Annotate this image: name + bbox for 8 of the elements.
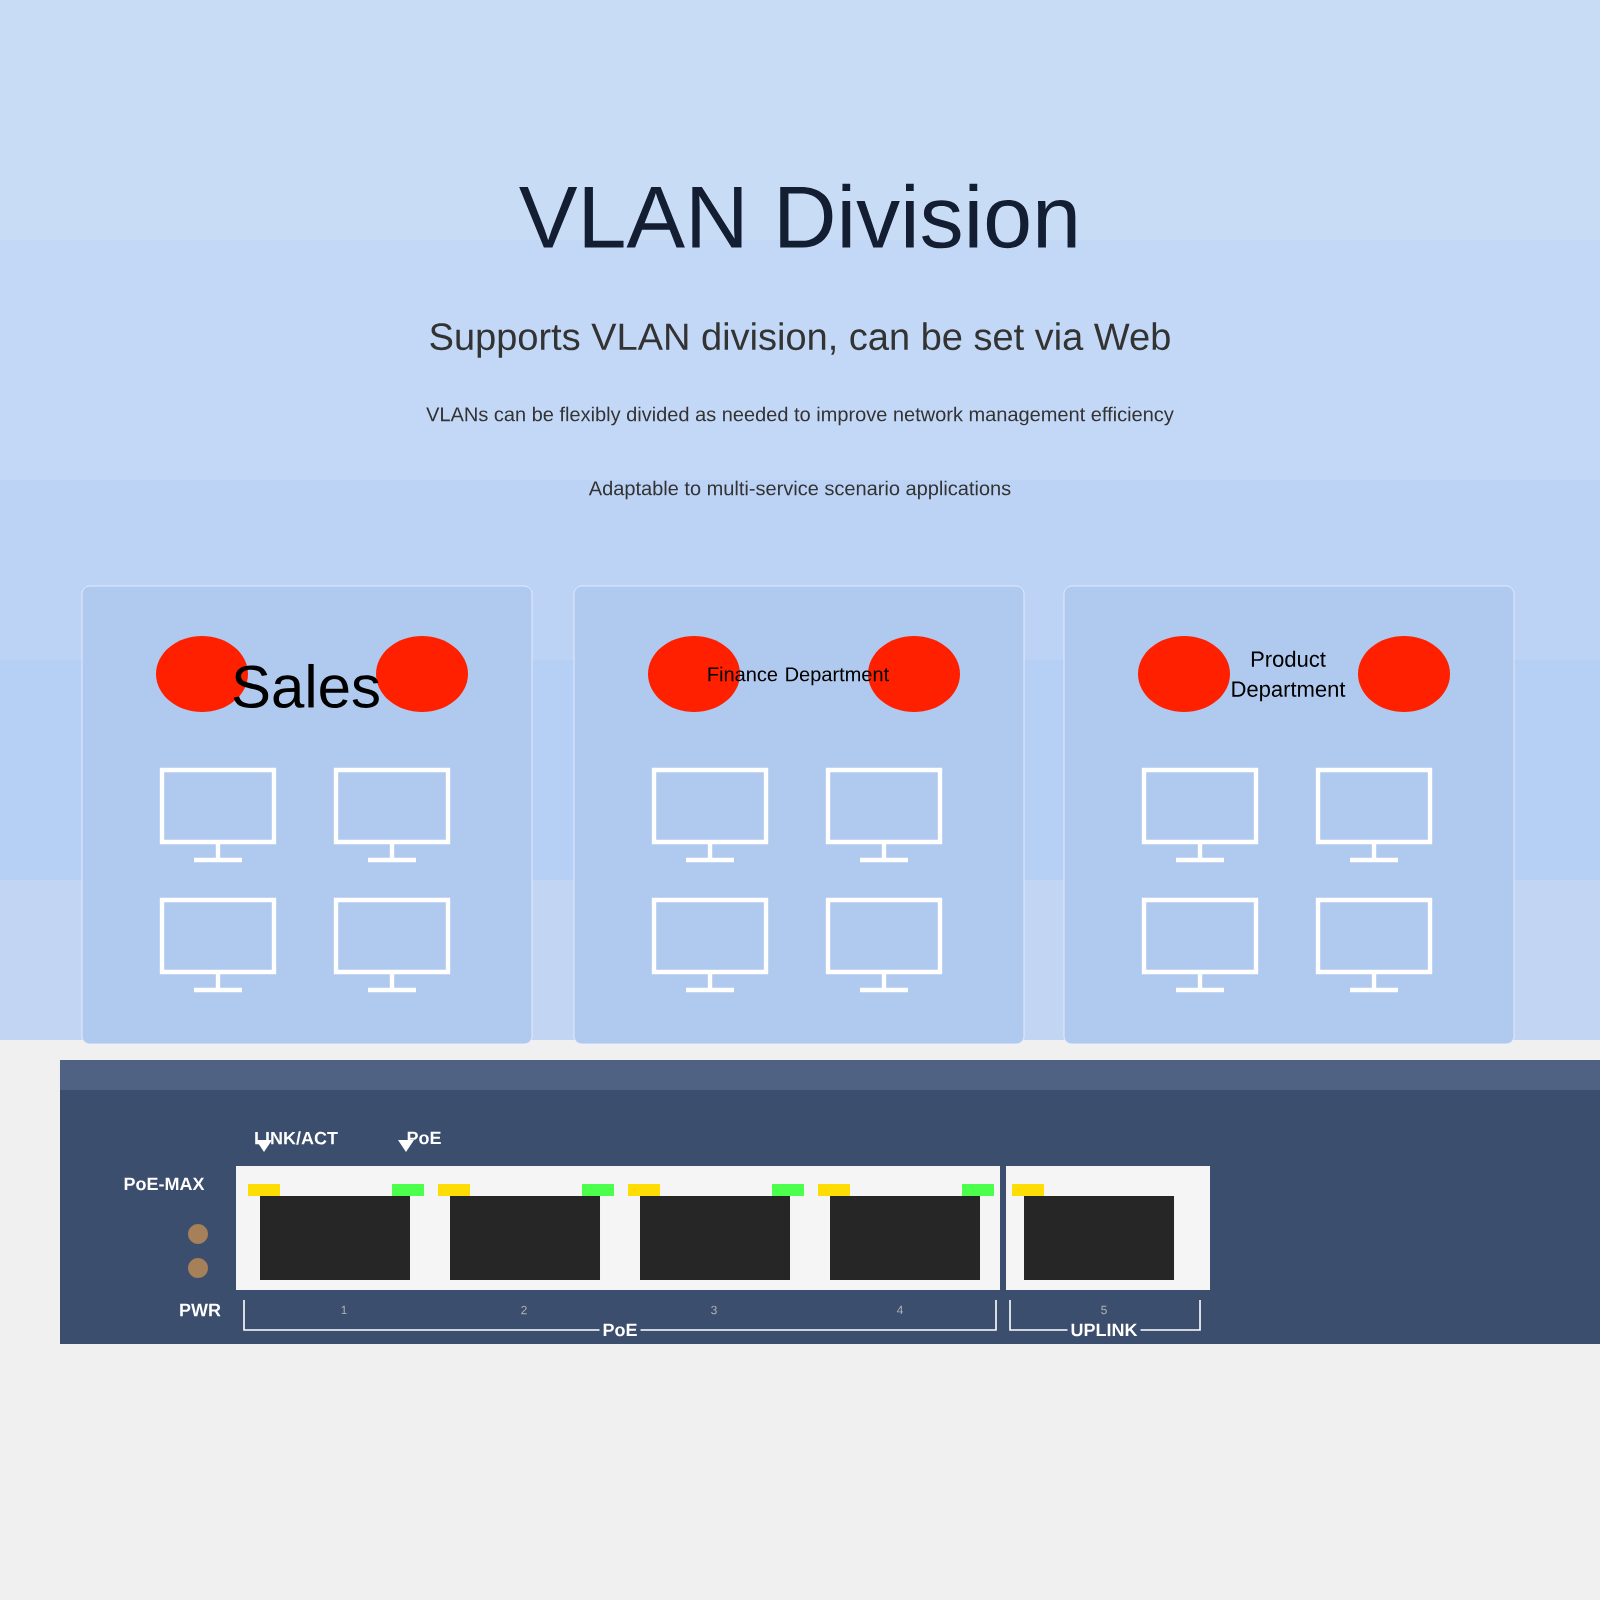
port-label: PoE	[407, 1131, 441, 1145]
body-text: Adaptable to multi-service scenario applications	[588, 480, 1011, 500]
title: VLAN Division	[519, 183, 1076, 249]
subtitle: Supports VLAN division, can be set via Web	[430, 322, 1170, 358]
vlan-panel: Product Department	[1063, 585, 1515, 1045]
led-label: PoE-MAX	[124, 1177, 205, 1191]
led-label: PWR	[180, 1303, 221, 1317]
body-text: VLANs can be flexibly divided as needed to improve network management efficiency	[426, 406, 1174, 426]
